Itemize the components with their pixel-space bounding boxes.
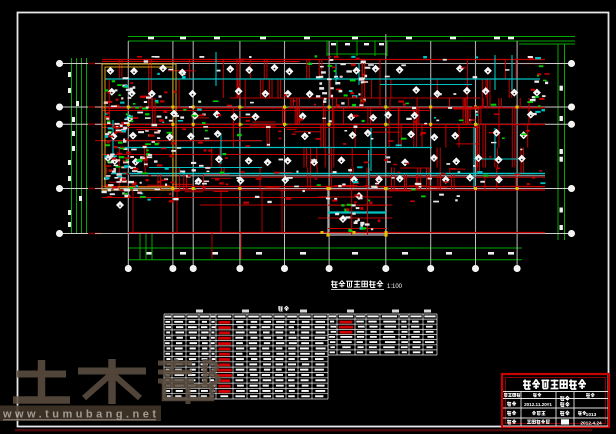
svg-text:1:100: 1:100 xyxy=(387,284,403,290)
svg-text:www.tumubang.net: www.tumubang.net xyxy=(2,409,156,421)
svg-text:2012.4.24: 2012.4.24 xyxy=(580,420,602,426)
svg-text:1013: 1013 xyxy=(586,412,597,418)
svg-text:2012.11.20#1: 2012.11.20#1 xyxy=(524,402,552,407)
